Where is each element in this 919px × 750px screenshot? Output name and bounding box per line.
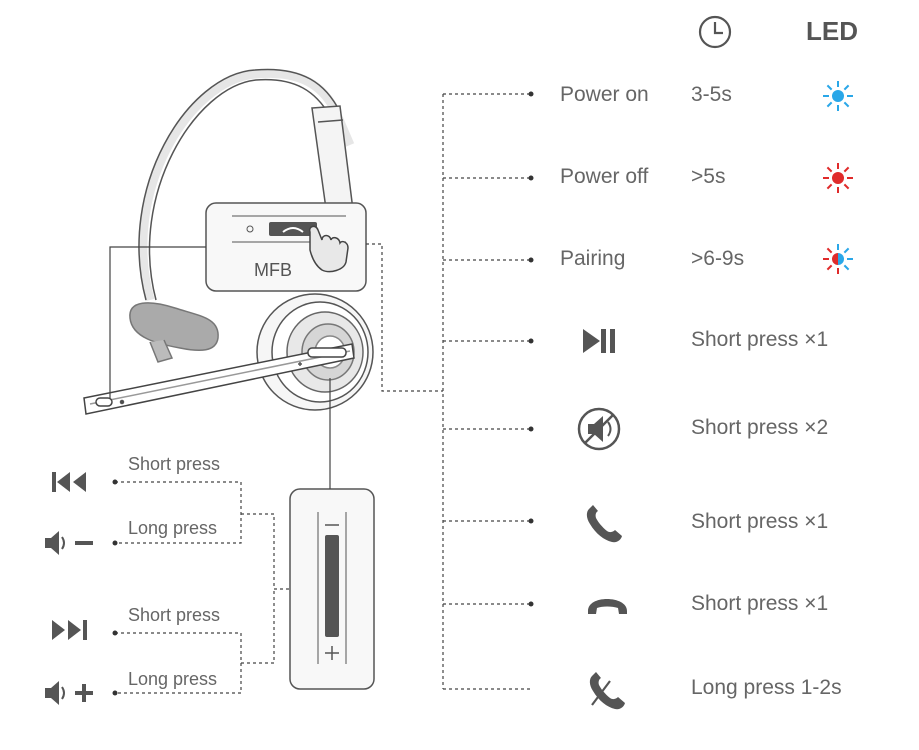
function-pairing: Pairing: [560, 247, 626, 270]
mfb-callout: [205, 202, 367, 292]
headset-illustration: [83, 68, 374, 415]
duration-power-on: 3-5s: [691, 83, 732, 106]
previous-track-icon: [52, 472, 86, 492]
mfb-label: MFB: [254, 260, 292, 280]
connector-dots: [112, 91, 534, 696]
action-play-pause: Short press ×1: [691, 328, 829, 351]
volume-pad-callout: [289, 488, 375, 690]
volume-down-icon: [45, 531, 93, 555]
connector-lines: [109, 246, 331, 489]
function-power-off: Power off: [560, 165, 649, 188]
reject-call-icon: [589, 672, 625, 710]
led-red-blue-icon: [823, 244, 853, 274]
action-next-track: Short press: [128, 605, 221, 625]
action-mute: Short press ×2: [691, 416, 829, 439]
dashed-connectors: [115, 93, 531, 694]
led-red-icon: [823, 163, 853, 193]
action-volume-up: Long press: [128, 669, 218, 689]
clock-icon: [698, 15, 732, 49]
play-pause-icon: [583, 329, 615, 353]
duration-pairing: >6-9s: [691, 247, 745, 270]
action-volume-down: Long press: [128, 518, 218, 538]
next-track-icon: [52, 620, 87, 640]
action-previous-track: Short press: [128, 454, 221, 474]
action-answer-call: Short press ×1: [691, 510, 829, 533]
led-header: LED: [806, 16, 858, 46]
answer-call-icon: [586, 505, 622, 543]
volume-up-icon: [45, 681, 93, 705]
action-end-call: Short press ×1: [691, 592, 829, 615]
mute-icon: [577, 407, 621, 451]
action-reject-call: Long press 1-2s: [691, 676, 842, 699]
led-blue-icon: [823, 81, 853, 111]
end-call-icon: [588, 599, 627, 614]
function-power-on: Power on: [560, 83, 649, 106]
duration-power-off: >5s: [691, 165, 726, 188]
